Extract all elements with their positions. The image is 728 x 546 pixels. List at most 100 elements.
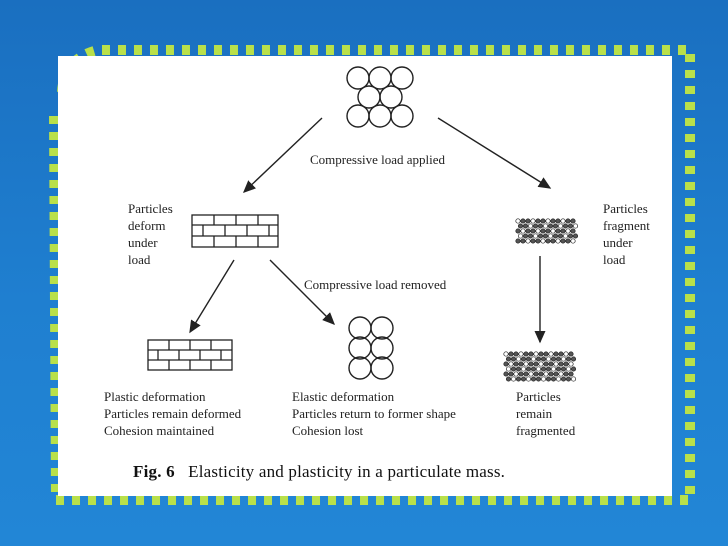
fragment-particle bbox=[530, 228, 536, 234]
fragment-particle bbox=[550, 238, 556, 244]
fragment-particle bbox=[520, 366, 527, 372]
fragment-particle bbox=[542, 233, 549, 239]
fragment-particle bbox=[565, 356, 572, 362]
fragment-particle bbox=[520, 228, 526, 234]
fragment-particle bbox=[520, 218, 526, 224]
fragment-particle bbox=[540, 228, 546, 234]
label-load-removed: Compressive load removed bbox=[304, 277, 447, 292]
fragment-particle bbox=[550, 366, 557, 372]
fragment-particle bbox=[503, 371, 509, 377]
fragment-particle bbox=[565, 218, 571, 224]
fragment-particle bbox=[532, 223, 539, 229]
fragment-particle bbox=[530, 218, 536, 224]
fragment-particle bbox=[548, 351, 554, 357]
fragment-particle bbox=[540, 218, 546, 224]
fragment-particle bbox=[508, 351, 514, 357]
particles-deformed-bricks bbox=[191, 214, 279, 248]
fragment-particle bbox=[510, 376, 517, 382]
fragment-particle bbox=[542, 223, 549, 229]
fragment-particle bbox=[550, 376, 557, 382]
fragment-particle bbox=[535, 356, 542, 362]
fragment-particle bbox=[533, 351, 539, 357]
label-particles-deform: Particles deform under load bbox=[128, 201, 173, 267]
fragment-particle bbox=[515, 366, 522, 372]
fragment-particle bbox=[555, 228, 561, 234]
fragment-particle bbox=[525, 238, 531, 244]
label-plastic-deformation: Plastic deformation Particles remain def… bbox=[104, 389, 242, 438]
arrow-to-elastic bbox=[269, 259, 335, 325]
caption-fig-number: Fig. 6 bbox=[133, 462, 175, 481]
fragment-particle bbox=[523, 371, 529, 377]
fragment-particle bbox=[518, 351, 524, 357]
fragment-particle bbox=[525, 228, 531, 234]
fragment-particle bbox=[540, 366, 547, 372]
fragment-particle bbox=[527, 233, 534, 239]
fragment-particle bbox=[503, 361, 509, 367]
fragment-particle bbox=[552, 233, 559, 239]
arrow-to-plastic bbox=[189, 259, 235, 334]
fragment-particle bbox=[533, 361, 539, 367]
fragment-particle bbox=[567, 233, 574, 239]
fragment-particle bbox=[558, 351, 564, 357]
fragment-particle bbox=[570, 376, 577, 382]
fragment-particle bbox=[552, 223, 559, 229]
fragment-particle bbox=[513, 361, 519, 367]
label-elastic-deformation: Elastic deformation Particles return to … bbox=[292, 389, 456, 438]
fragment-particle bbox=[540, 356, 547, 362]
fragment-particle bbox=[518, 361, 524, 367]
fragment-particle bbox=[513, 371, 519, 377]
particles-remain-fragmented-cluster bbox=[503, 351, 577, 382]
fragment-particle bbox=[545, 218, 551, 224]
fragment-particle bbox=[538, 361, 544, 367]
fragment-particle bbox=[540, 376, 547, 382]
label-load-applied: Compressive load applied bbox=[310, 152, 446, 167]
fragment-particle bbox=[565, 238, 571, 244]
particles-plastic-bricks bbox=[147, 339, 233, 371]
fragment-particle bbox=[547, 223, 554, 229]
fragment-particle bbox=[553, 351, 559, 357]
fragment-particle bbox=[520, 238, 526, 244]
fragment-particle bbox=[545, 376, 552, 382]
fragment-particle bbox=[545, 356, 552, 362]
fragment-particle bbox=[567, 223, 574, 229]
fragment-particle bbox=[525, 376, 532, 382]
fragment-particle bbox=[530, 238, 536, 244]
fragment-particle bbox=[537, 223, 544, 229]
fragment-particle bbox=[505, 356, 512, 362]
fragment-particle bbox=[535, 238, 541, 244]
fragment-particle bbox=[570, 228, 576, 234]
particles-elastic-circles bbox=[348, 316, 394, 380]
fragment-particle bbox=[545, 366, 552, 372]
fragment-particle bbox=[517, 233, 524, 239]
figure-caption: Fig. 6 Elasticity and plasticity in a pa… bbox=[133, 462, 505, 482]
fragment-particle bbox=[525, 366, 532, 372]
fragment-particle bbox=[527, 223, 534, 229]
fragment-particle bbox=[505, 376, 512, 382]
fragment-particle bbox=[555, 356, 562, 362]
fragment-particle bbox=[508, 361, 514, 367]
fragment-particle bbox=[568, 351, 574, 357]
fragment-particle bbox=[570, 218, 576, 224]
fragment-particle bbox=[543, 371, 549, 377]
fragment-particle bbox=[508, 371, 514, 377]
fragment-particle bbox=[568, 361, 574, 367]
fragment-particle bbox=[550, 228, 556, 234]
fragment-particle bbox=[522, 223, 529, 229]
fragment-particle bbox=[528, 361, 534, 367]
fragment-particle bbox=[565, 376, 572, 382]
fragment-particle bbox=[570, 356, 577, 362]
fragment-particle bbox=[515, 238, 521, 244]
fragment-particle bbox=[505, 366, 512, 372]
fragment-particle bbox=[555, 238, 561, 244]
fragment-particle bbox=[522, 233, 529, 239]
fragment-particle bbox=[550, 218, 556, 224]
fragment-particle bbox=[520, 356, 527, 362]
fragment-particle bbox=[560, 356, 567, 362]
fragment-particle bbox=[543, 351, 549, 357]
fragment-particle bbox=[560, 366, 567, 372]
fragment-particle bbox=[570, 366, 577, 372]
particles-fragmented-cluster bbox=[515, 218, 579, 244]
fragment-particle bbox=[535, 366, 542, 372]
fragment-particle bbox=[563, 351, 569, 357]
fragment-particle bbox=[563, 371, 569, 377]
